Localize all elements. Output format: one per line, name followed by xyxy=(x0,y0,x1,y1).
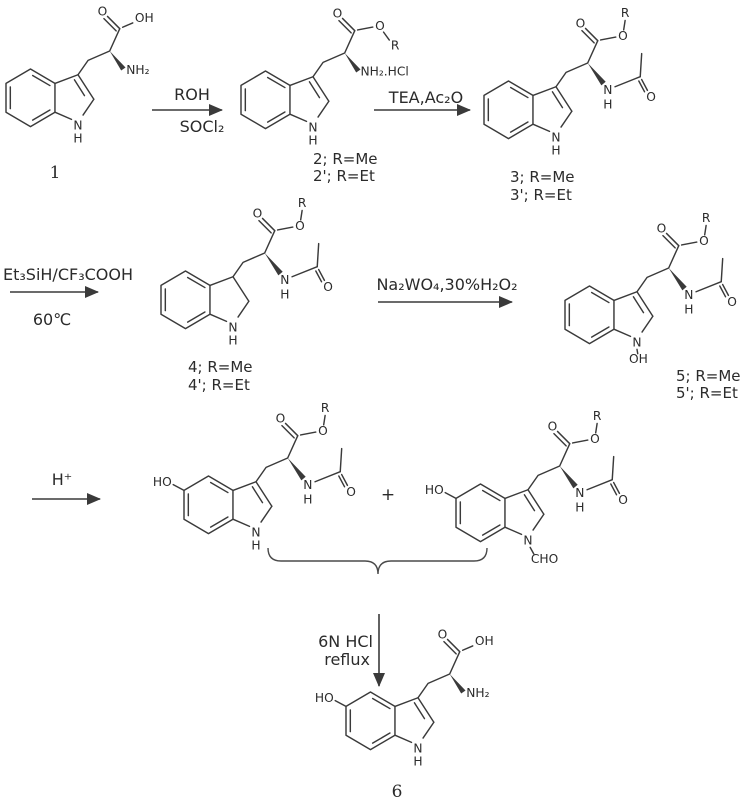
compound-6-5-hydroxytryptophan: HO O OH NH₂ N H xyxy=(315,628,494,769)
compound-6-label: 6 xyxy=(392,782,403,800)
reagent-tea-ac2o: TEA,Ac₂O xyxy=(388,88,463,107)
reagent-h-plus: H⁺ xyxy=(52,470,72,489)
compound-2-label-et: 2'; R=Et xyxy=(313,167,375,185)
compound-3-label-me: 3; R=Me xyxy=(510,168,575,186)
atom-ring-nh: H xyxy=(73,131,82,145)
reagent-roh: ROH xyxy=(174,85,210,104)
atom-amide-n: N xyxy=(603,83,612,97)
compound-5-label-me: 5; R=Me xyxy=(676,367,741,385)
atom-ester-o: O xyxy=(618,29,628,43)
atom-r-group: R xyxy=(391,38,400,52)
atom-ester-o: O xyxy=(375,19,385,33)
atom-ring-n: N xyxy=(308,120,317,134)
compound-1-tryptophan: O OH NH₂ N H xyxy=(6,5,154,145)
reagent-et3sih-cf3cooh: Et₃SiH/CF₃COOH xyxy=(3,265,133,284)
atom-amide-n: N xyxy=(280,273,289,287)
compound-2-tryptophan-ester: O O R NH₂.HCl N H xyxy=(241,7,409,147)
compound-5-label-et: 5'; R=Et xyxy=(676,384,738,402)
atom-amide-h: H xyxy=(603,97,612,111)
compound-2-label-me: 2; R=Me xyxy=(313,150,378,168)
reagent-socl2: SOCl₂ xyxy=(180,117,225,136)
reagent-reflux: reflux xyxy=(324,650,370,669)
atom-carbonyl-o: O xyxy=(276,412,286,426)
atom-ring-nh: H xyxy=(551,143,560,157)
atom-amine-nh2: NH₂ xyxy=(126,63,149,77)
atom-amine-nh2-hcl: NH₂.HCl xyxy=(361,64,409,78)
atom-ring-n: N xyxy=(228,320,237,334)
atom-amide-n: N xyxy=(303,478,312,492)
atom-amide-n: N xyxy=(575,486,584,500)
atom-ester-o: O xyxy=(699,234,709,248)
atom-phenol-ho: HO xyxy=(153,475,172,489)
atom-amide-h: H xyxy=(303,492,312,506)
atom-r-group: R xyxy=(702,211,711,225)
compound-4-label-et: 4'; R=Et xyxy=(188,376,250,394)
atom-ring-n: N xyxy=(523,533,532,547)
atom-r-group: R xyxy=(593,409,602,423)
atom-ring-n: N xyxy=(632,335,641,349)
atom-ester-o: O xyxy=(318,424,328,438)
atom-amide-h: H xyxy=(684,302,693,316)
compound-4-indoline: O O R N H O N H xyxy=(160,196,333,347)
atom-acetyl-o: O xyxy=(727,295,737,309)
atom-acetyl-o: O xyxy=(618,493,628,507)
atom-amide-h: H xyxy=(280,287,289,301)
reagent-na2wo4-h2o2: Na₂WO₄,30%H₂O₂ xyxy=(376,275,517,294)
atom-r-group: R xyxy=(621,6,630,20)
atom-ester-o: O xyxy=(295,219,305,233)
atom-r-group: R xyxy=(298,196,307,210)
atom-ester-o: O xyxy=(590,432,600,446)
atom-amine-nh2: NH₂ xyxy=(466,686,489,700)
atom-ring-n: N xyxy=(413,741,422,755)
atom-n-formyl-cho: CHO xyxy=(531,552,558,566)
atom-acid-oh: OH xyxy=(135,11,154,25)
atom-ring-n: N xyxy=(251,525,260,539)
compound-5-n-hydroxyindole: O O R N H O N OH xyxy=(565,211,737,366)
atom-carbonyl-o: O xyxy=(253,207,263,221)
compound-3-n-acetyl-ester: O O R N H O N H xyxy=(484,6,656,157)
atom-amide-n: N xyxy=(684,288,693,302)
atom-acetyl-o: O xyxy=(323,280,333,294)
compound-1-label: 1 xyxy=(50,163,61,183)
atom-phenol-ho: HO xyxy=(425,483,444,497)
arrow-step-3: Et₃SiH/CF₃COOH 60℃ xyxy=(3,265,133,329)
atom-ring-nh: H xyxy=(308,133,317,147)
atom-ring-nh: H xyxy=(251,538,260,552)
atom-n-hydroxy-oh: OH xyxy=(629,352,648,366)
atom-acid-oh: OH xyxy=(475,634,494,648)
atom-ring-nh: H xyxy=(228,333,237,347)
atom-carbonyl-o: O xyxy=(333,7,343,21)
atom-carbonyl-o: O xyxy=(98,5,108,19)
atom-ring-n: N xyxy=(551,130,560,144)
atom-carbonyl-o: O xyxy=(438,628,448,642)
atom-amide-h: H xyxy=(575,500,584,514)
reagent-60c: 60℃ xyxy=(33,310,71,329)
atom-ring-nh: H xyxy=(413,754,422,768)
atom-carbonyl-o: O xyxy=(657,222,667,236)
atom-phenol-ho: HO xyxy=(315,691,334,705)
arrow-step-2: TEA,Ac₂O xyxy=(374,88,471,116)
arrow-step-6: 6N HCl reflux xyxy=(318,614,385,687)
atom-acetyl-o: O xyxy=(646,90,656,104)
compound-6b-n-formyl-ester: HO O O R N H O N CHO xyxy=(425,409,628,566)
arrow-step-1: ROH SOCl₂ xyxy=(152,85,224,136)
atom-carbonyl-o: O xyxy=(576,17,586,31)
arrow-step-4: Na₂WO₄,30%H₂O₂ xyxy=(376,275,518,308)
atom-acetyl-o: O xyxy=(346,485,356,499)
arrow-step-5: H⁺ xyxy=(32,470,101,505)
atom-ring-n: N xyxy=(73,118,82,132)
plus-operator: + xyxy=(381,485,395,505)
compound-3-label-et: 3'; R=Et xyxy=(510,186,572,204)
atom-r-group: R xyxy=(321,401,330,415)
reagent-6n-hcl: 6N HCl xyxy=(318,632,373,651)
grouping-brace xyxy=(267,547,488,575)
compound-4-label-me: 4; R=Me xyxy=(188,358,253,376)
atom-carbonyl-o: O xyxy=(548,420,558,434)
compound-6a-5-hydroxy-ester: HO O O R N H O N H xyxy=(153,401,356,553)
